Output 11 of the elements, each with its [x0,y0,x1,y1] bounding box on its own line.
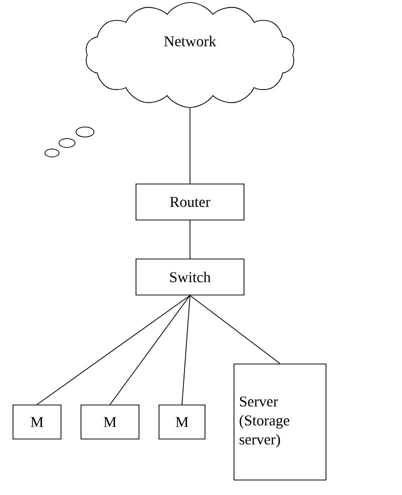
connector-line [36,295,190,405]
network-cloud: Network [44,2,294,158]
connector-line [110,295,190,405]
connector-line [190,295,280,364]
device-box: Server (Storage server) [234,364,326,480]
device-box: M [12,404,62,440]
device-box: M [158,404,206,440]
device-box: Switch [136,258,244,296]
device-box: Router [136,184,244,220]
connector-line [182,295,190,405]
device-box: M [80,404,140,440]
